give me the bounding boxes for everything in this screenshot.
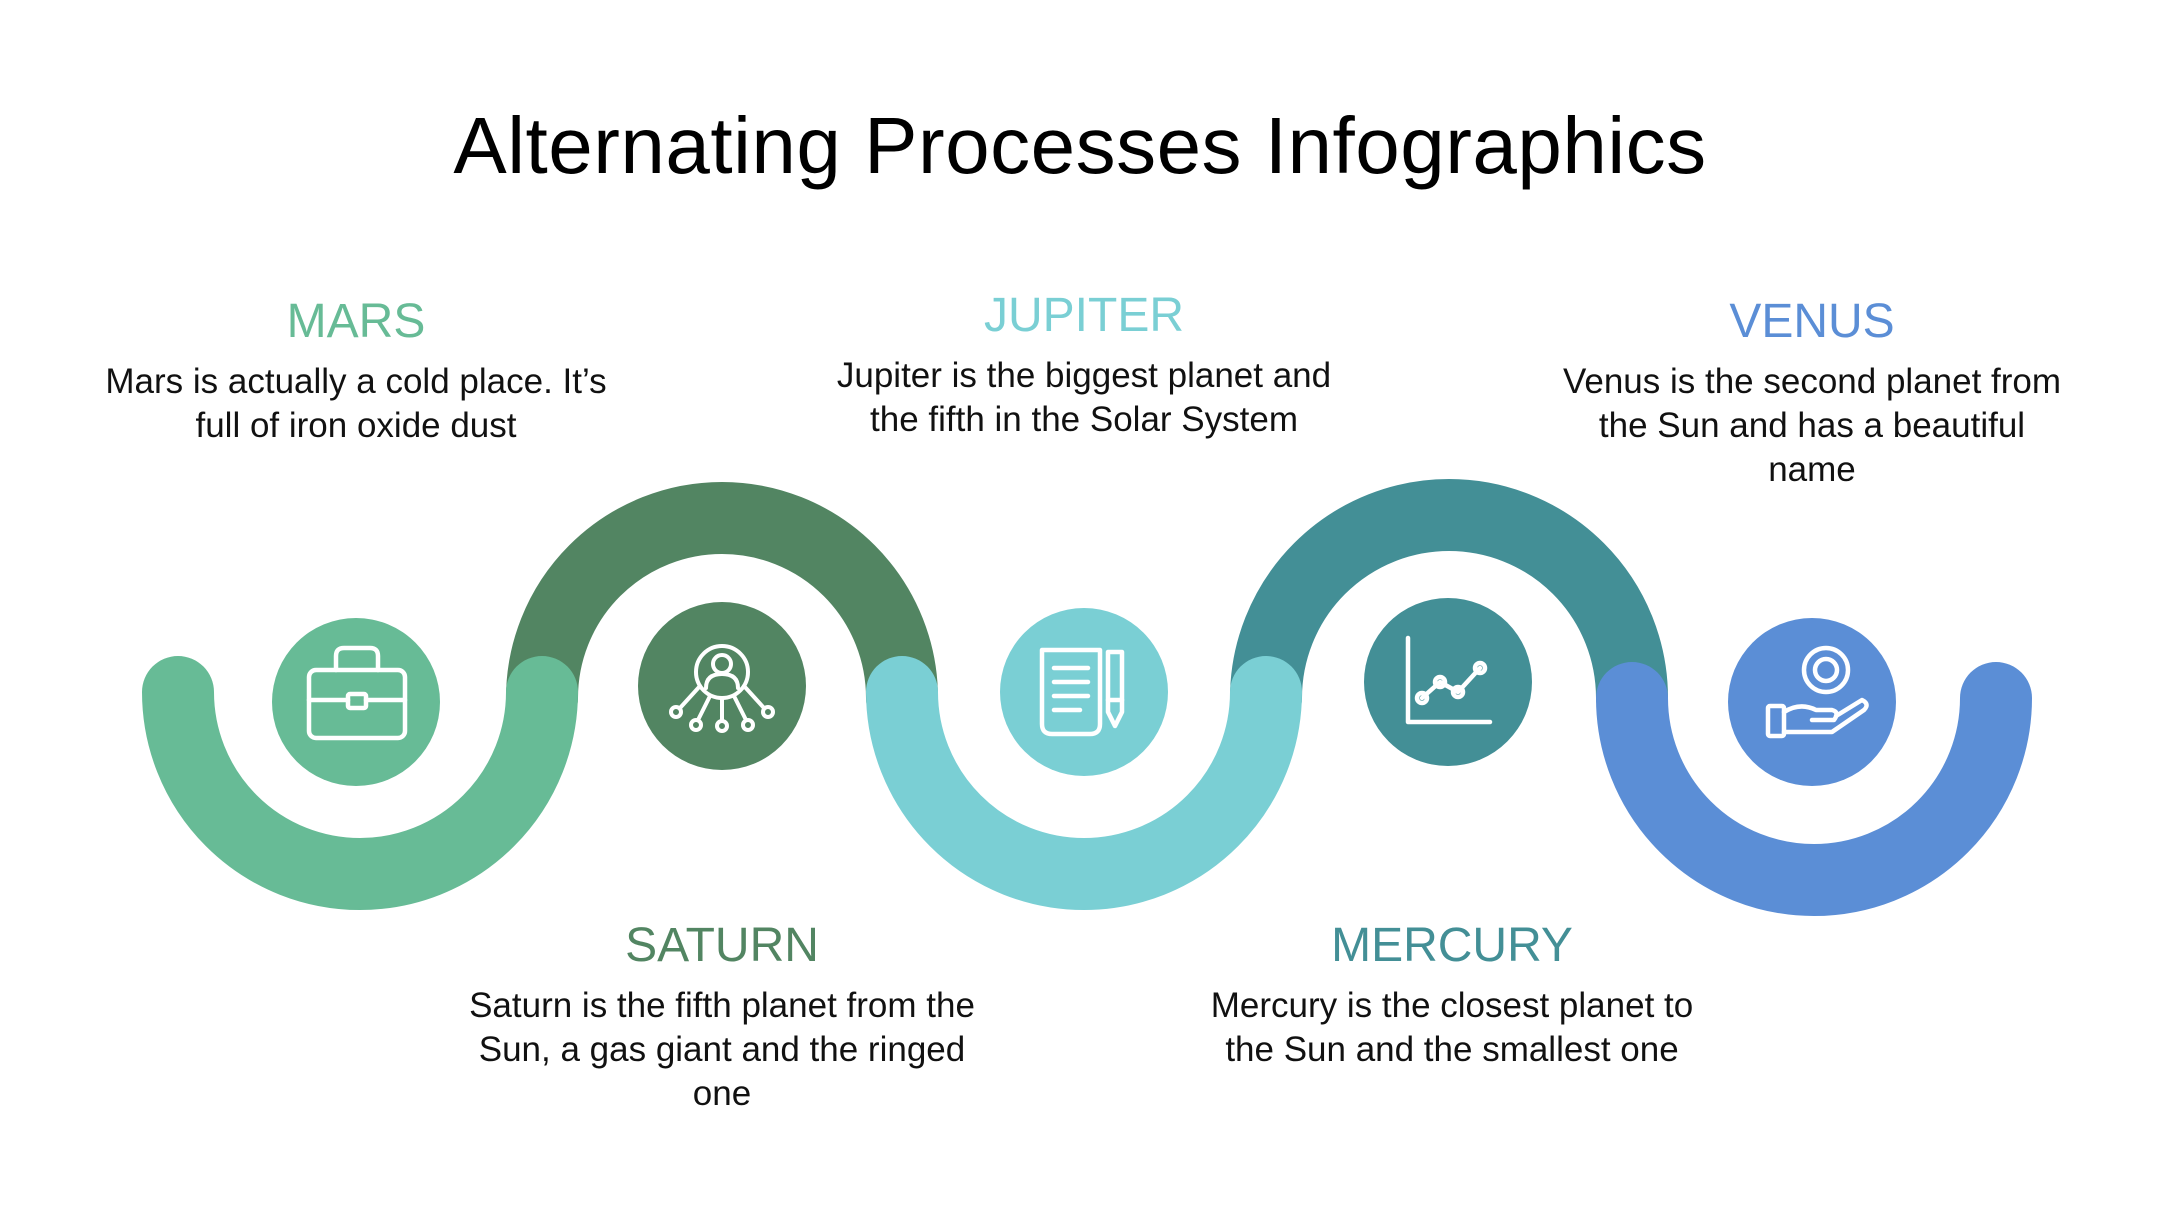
arc-segment-mercury [1230,479,1668,734]
step-heading: VENUS [1729,295,1895,348]
step-mars: MARS Mars is actually a cold place. It’s… [96,294,616,448]
step-icon-jupiter [1000,608,1168,776]
step-icon-saturn [638,602,806,770]
line-chart-icon [1405,635,1493,725]
step-description: Mercury is the closest planet to the Sun… [1210,986,1694,1069]
step-icon-mercury [1364,598,1532,766]
step-mercury: MERCURY Mercury is the closest planet to… [1192,918,1712,1072]
arc-segment-mars [142,656,578,910]
step-heading: SATURN [625,919,819,972]
step-description: Jupiter is the biggest planet and the fi… [836,356,1332,439]
arc-segment-saturn [506,482,938,734]
step-description: Saturn is the fifth planet from the Sun,… [469,986,975,1113]
step-jupiter: JUPITER Jupiter is the biggest planet an… [824,288,1344,442]
step-venus: VENUS Venus is the second planet from th… [1552,294,2072,492]
step-description: Venus is the second planet from the Sun … [1562,362,2062,489]
step-heading: MARS [286,295,426,348]
user-network-icon [669,644,775,733]
page-title: Alternating Processes Infographics [453,101,1707,190]
step-heading: JUPITER [983,289,1184,342]
step-icon-venus [1728,618,1896,786]
arc-segment-venus [1596,662,2032,916]
step-icon-mars [272,618,440,786]
step-heading: MERCURY [1331,919,1573,972]
arc-segment-jupiter [866,656,1302,910]
step-description: Mars is actually a cold place. It’s full… [105,362,607,445]
briefcase-icon [306,645,408,741]
step-saturn: SATURN Saturn is the fifth planet from t… [462,918,982,1116]
document-pencil-icon [1039,647,1125,737]
hand-coin-icon [1765,645,1869,739]
